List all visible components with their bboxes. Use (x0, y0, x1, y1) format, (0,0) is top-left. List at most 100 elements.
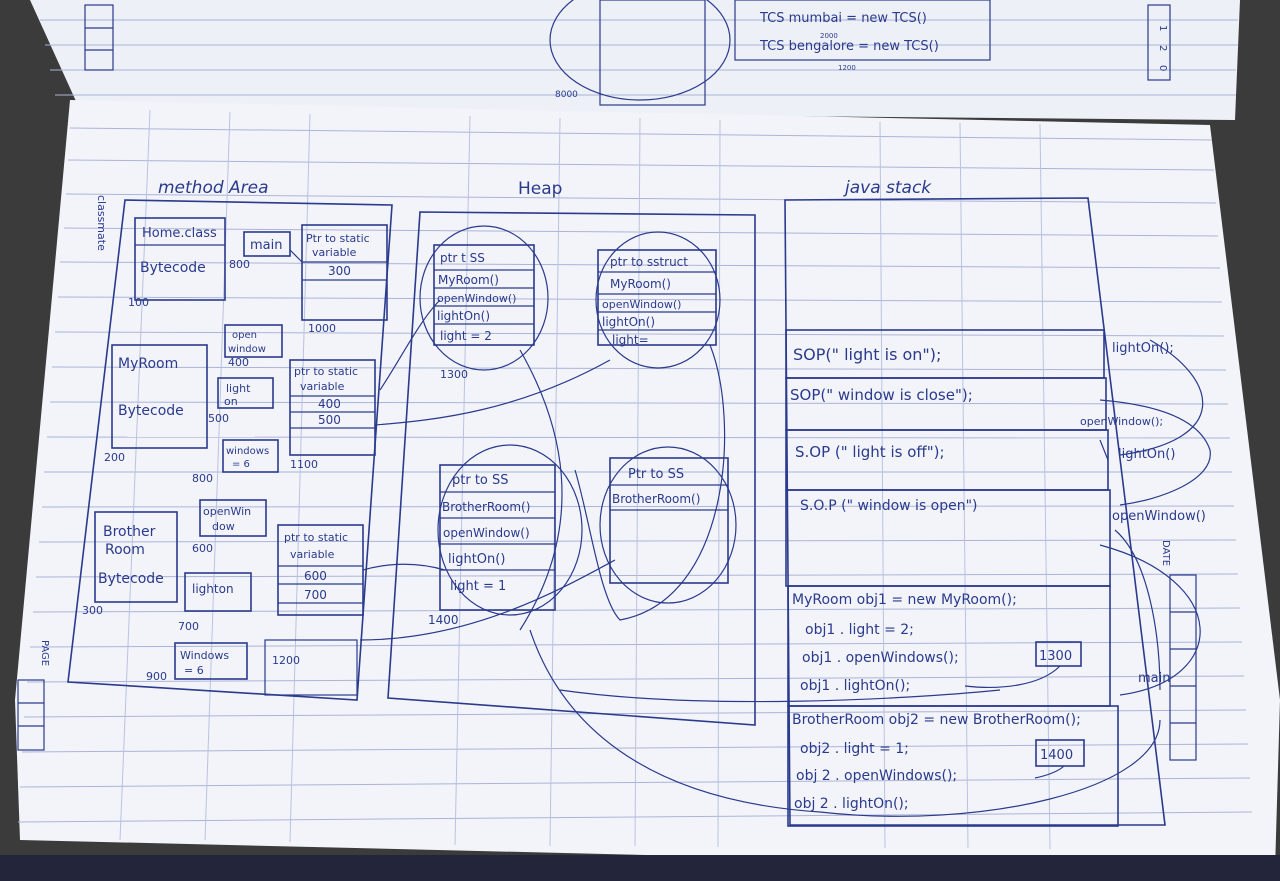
myroom-bytecode-box (111, 344, 208, 449)
java-stack-title: java stack (843, 178, 932, 198)
top-small-1: 2000 (820, 32, 838, 40)
top-line-1: TCS mumbai = new TCS() (759, 11, 927, 26)
svg-text:S.O.P (" window is open"): S.O.P (" window is open") (800, 498, 978, 514)
svg-text:600: 600 (304, 569, 327, 583)
svg-text:lightOn(): lightOn() (1118, 447, 1175, 462)
home-class-label: Home.class (142, 226, 217, 241)
main-line-7: obj 2 . openWindows(); (796, 768, 957, 784)
heap-object-3 (437, 444, 583, 616)
main-line-5: BrotherRoom obj2 = new BrotherRoom(); (792, 712, 1081, 728)
heap-object-1 (419, 225, 549, 371)
page-label: PAGE (39, 640, 50, 666)
svg-text:ptr to sstruct: ptr to sstruct (610, 255, 688, 269)
top-page-content: TCS mumbai = new TCS() TCS bengalore = n… (84, 0, 1171, 106)
svg-text:open: open (232, 330, 257, 341)
main-line-4: obj1 . lightOn(); (800, 678, 910, 694)
home-bytecode-label: Bytecode (140, 260, 206, 276)
svg-text:ptr t SS: ptr t SS (440, 251, 485, 265)
svg-text:Ptr to static: Ptr to static (306, 232, 370, 245)
svg-text:Windows: Windows (180, 649, 229, 662)
svg-text:light = 2: light = 2 (440, 329, 492, 343)
svg-text:openWin: openWin (203, 505, 251, 518)
top-page (30, 0, 1240, 120)
method-area-title: method Area (158, 178, 269, 198)
main-line-8: obj 2 . lightOn(); (794, 796, 909, 812)
svg-text:openWindow(): openWindow() (1112, 509, 1206, 524)
svg-text:400: 400 (318, 397, 341, 411)
top-page-rules (40, 19, 1238, 96)
top-line-2: TCS bengalore = new TCS() (759, 39, 939, 54)
main-line-3: obj1 . openWindows(); (802, 650, 959, 666)
svg-text:800: 800 (229, 258, 250, 271)
svg-text:300: 300 (328, 264, 351, 278)
svg-text:variable: variable (290, 548, 335, 561)
method-area: Home.class Bytecode 800 100 main Ptr to … (67, 199, 393, 701)
svg-text:300: 300 (82, 604, 103, 617)
svg-text:1300: 1300 (440, 368, 468, 381)
call-labels: lightOn(); openWindow(); lightOn() openW… (1080, 341, 1206, 686)
light-on-method-2 (184, 572, 252, 612)
svg-text:variable: variable (300, 380, 345, 393)
svg-text:SOP(" window is close");: SOP(" window is close"); (790, 386, 973, 404)
svg-text:MyRoom(): MyRoom() (610, 277, 671, 291)
svg-text:600: 600 (192, 542, 213, 555)
svg-text:light: light (226, 382, 251, 395)
svg-text:window: window (228, 344, 266, 355)
svg-text:0: 0 (1157, 65, 1168, 71)
svg-text:BrotherRoom(): BrotherRoom() (612, 492, 700, 506)
svg-text:700: 700 (304, 588, 327, 602)
svg-text:ptr to static: ptr to static (284, 531, 348, 544)
svg-text:1000: 1000 (308, 322, 336, 335)
stack-frame-main-2 (787, 705, 1119, 827)
svg-text:1400: 1400 (1040, 748, 1073, 763)
svg-text:openWindow(): openWindow() (443, 526, 530, 540)
svg-text:1200: 1200 (272, 654, 300, 667)
svg-text:500: 500 (318, 413, 341, 427)
static-pointer-1 (301, 224, 388, 321)
windows-variable-1 (222, 439, 279, 473)
home-class-box (134, 217, 226, 301)
svg-text:1100: 1100 (290, 458, 318, 471)
ref-box-1300 (1035, 641, 1082, 667)
main-line-2: obj1 . light = 2; (805, 622, 914, 638)
main-method-label: main (250, 238, 282, 253)
svg-text:500: 500 (208, 412, 229, 425)
svg-text:1300: 1300 (1039, 649, 1072, 664)
svg-text:100: 100 (128, 296, 149, 309)
light-on-method-1 (217, 377, 274, 409)
open-window-method-1 (224, 324, 283, 358)
page-columns (119, 109, 1051, 850)
brand-label: classmate (95, 195, 108, 251)
heap-title: Heap (518, 179, 562, 199)
svg-text:BrotherRoom(): BrotherRoom() (442, 500, 530, 514)
open-window-method-2 (199, 499, 267, 537)
main-method-box (243, 231, 291, 257)
main-line-6: obj2 . light = 1; (800, 741, 909, 757)
svg-text:lightOn(): lightOn() (448, 552, 505, 567)
svg-text:700: 700 (178, 620, 199, 633)
brotherroom-bytecode-box (94, 511, 178, 603)
svg-text:Ptr to SS: Ptr to SS (628, 467, 684, 482)
svg-text:windows: windows (226, 446, 269, 457)
date-label: DATE (1160, 540, 1171, 566)
svg-text:200: 200 (104, 451, 125, 464)
myroom-label: MyRoom (118, 356, 178, 372)
svg-text:main: main (1138, 671, 1170, 686)
top-small-3: 8000 (555, 90, 578, 100)
svg-text:Bytecode: Bytecode (98, 571, 164, 587)
svg-text:1400: 1400 (428, 613, 459, 627)
svg-text:800: 800 (192, 472, 213, 485)
svg-text:Bytecode: Bytecode (118, 403, 184, 419)
svg-text:variable: variable (312, 246, 357, 259)
svg-text:openWindow(): openWindow() (437, 292, 516, 305)
svg-text:2: 2 (1157, 45, 1168, 51)
heap-area: ptr t SS MyRoom() openWindow() lightOn()… (387, 211, 756, 726)
svg-text:Brother: Brother (103, 524, 156, 540)
svg-text:dow: dow (212, 520, 235, 533)
svg-text:on: on (224, 395, 238, 408)
windows-variable-2 (174, 642, 248, 680)
static-pointer-2 (289, 359, 376, 456)
svg-text:1: 1 (1157, 25, 1168, 31)
bottom-strip (0, 855, 1280, 881)
